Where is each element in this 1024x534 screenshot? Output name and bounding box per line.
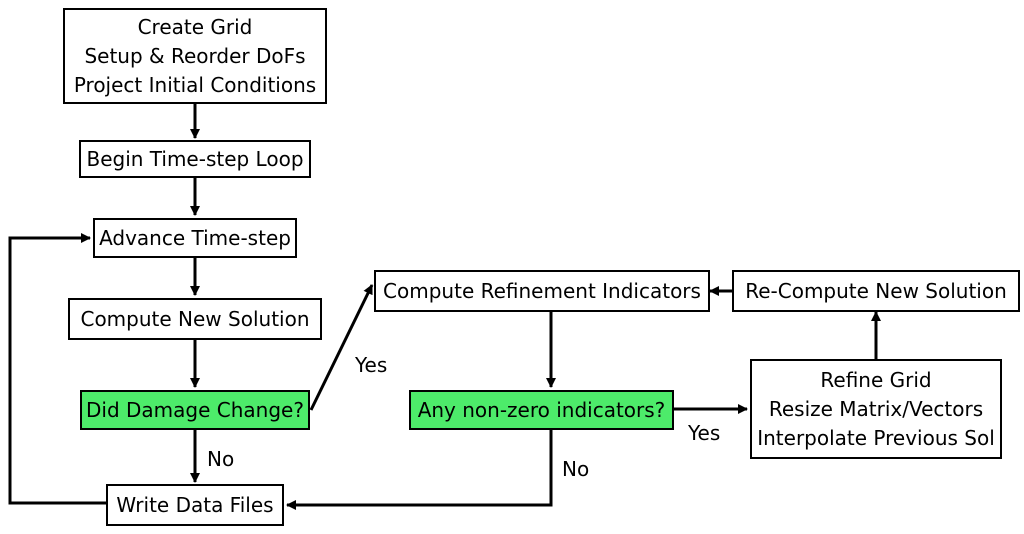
create-grid-line-3: Project Initial Conditions [73,72,317,97]
advance-step-box: Advance Time-step [93,218,297,258]
create-grid-box: Create Grid Setup & Reorder DoFs Project… [63,8,327,104]
arrow-nonzero-no-to-write [286,430,553,510]
refine-grid-line-2: Resize Matrix/Vectors [768,396,984,421]
refine-grid-line-1: Refine Grid [820,367,932,392]
compute-solution-label: Compute New Solution [80,306,310,331]
create-grid-line-1: Create Grid [137,14,253,39]
compute-solution-box: Compute New Solution [68,298,322,340]
refine-grid-box: Refine Grid Resize Matrix/Vectors Interp… [750,359,1002,459]
arrow-loop-back-to-advance [8,233,107,505]
indicators-no-label: No [562,457,590,481]
nonzero-indicators-decision: Any non-zero indicators? [409,390,674,430]
refinement-indicators-box: Compute Refinement Indicators [374,270,710,312]
indicators-yes-label: Yes [688,421,721,445]
begin-loop-label: Begin Time-step Loop [86,146,304,171]
refinement-indicators-label: Compute Refinement Indicators [383,278,701,303]
create-grid-line-2: Setup & Reorder DoFs [84,43,306,68]
recompute-solution-label: Re-Compute New Solution [745,278,1007,303]
arrow-damage-yes-to-indicators [309,284,374,411]
write-files-label: Write Data Files [116,492,274,517]
nonzero-indicators-label: Any non-zero indicators? [417,397,666,422]
write-files-box: Write Data Files [106,484,284,526]
begin-loop-box: Begin Time-step Loop [79,140,311,178]
damage-yes-label: Yes [355,353,388,377]
recompute-solution-box: Re-Compute New Solution [732,270,1020,312]
damage-change-decision: Did Damage Change? [80,390,310,430]
damage-change-label: Did Damage Change? [86,397,304,422]
advance-step-label: Advance Time-step [99,225,291,250]
refine-grid-line-3: Interpolate Previous Sol [757,425,995,450]
damage-no-label: No [207,447,235,471]
